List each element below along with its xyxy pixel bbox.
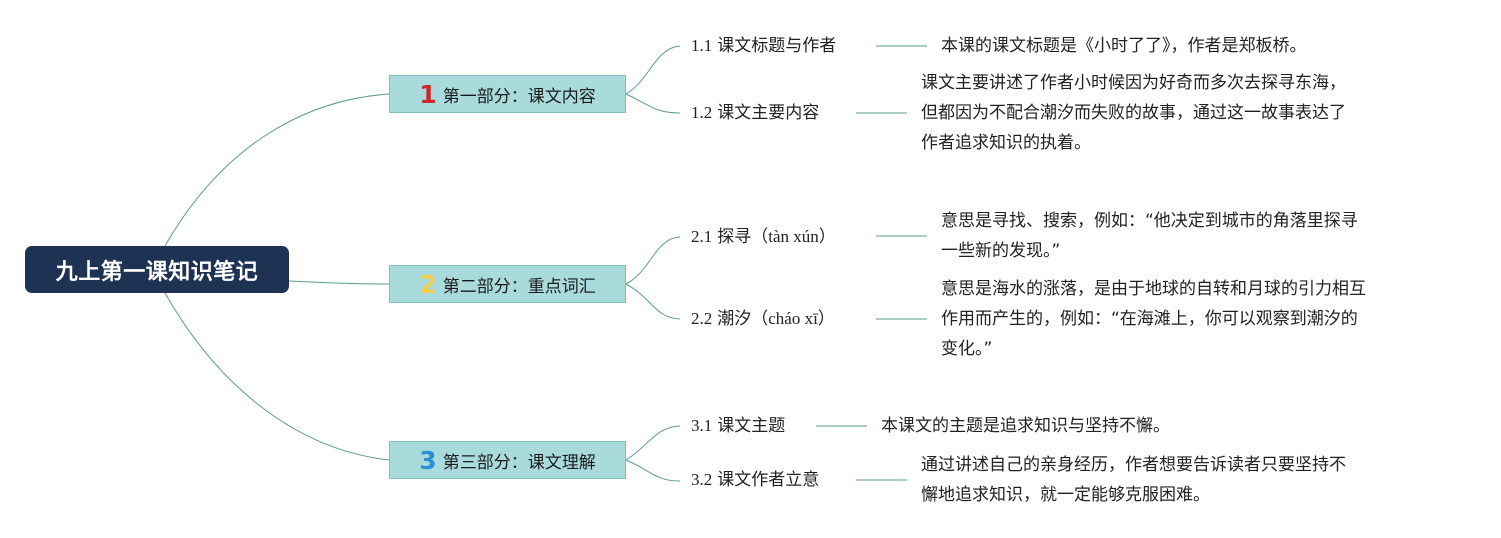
connector-s3-i2 [625, 459, 681, 482]
note-1-2: 课文主要讲述了作者小时候因为好奇而多次去探寻东海， 但都因为不配合潮汐而失败的故… [921, 68, 1346, 158]
subtopic-label-tail: ） [818, 227, 836, 247]
section-node-3[interactable]: 3 第三部分：课文理解 [389, 441, 626, 479]
connector-root-s1 [164, 93, 390, 247]
note-3-2: 通过讲述自己的亲身经历，作者想要告诉读者只要坚持不 懈地追求知识，就一定能够克服… [921, 450, 1346, 510]
subtopic-label-tail: ） [817, 309, 835, 329]
note-3-1: 本课文的主题是追求知识与坚持不懈。 [881, 411, 1170, 441]
note-line: 作者追求知识的执着。 [921, 133, 1091, 153]
subtopic-label: 课文标题与作者 [717, 36, 837, 56]
connector-s2-i2 [625, 283, 681, 320]
subtopic-index: 3.2 [691, 470, 713, 489]
subtopic-label: 课文作者立意 [717, 470, 820, 490]
connector-s1-i2 [625, 93, 681, 114]
section-node-1[interactable]: 1 第一部分：课文内容 [389, 75, 626, 113]
note-line: 变化。” [941, 339, 993, 359]
note-2-1: 意思是寻找、搜索，例如：“他决定到城市的角落里探寻 一些新的发现。” [941, 206, 1358, 266]
section-label: 第三部分：课文理解 [442, 452, 596, 473]
section-label: 第二部分：重点词汇 [442, 276, 596, 297]
number-1-icon: 1 [419, 79, 437, 109]
note-line: 课文主要讲述了作者小时候因为好奇而多次去探寻东海， [921, 73, 1346, 93]
subtopic-pinyin: tàn xún [768, 227, 819, 246]
note-line: 懈地追求知识，就一定能够克服困难。 [921, 485, 1210, 505]
subtopic-index: 2.2 [691, 309, 713, 328]
note-line: 本课文的主题是追求知识与坚持不懈。 [881, 416, 1170, 436]
note-line: 一些新的发现。” [941, 241, 1061, 261]
subtopic-index: 1.2 [691, 103, 713, 122]
connector-s2-i1 [625, 236, 681, 285]
note-1-1: 本课的课文标题是《小时了了》，作者是郑板桥。 [941, 31, 1307, 61]
number-3-icon: 3 [419, 445, 437, 475]
connector-s3-i1 [625, 425, 681, 461]
note-line: 本课的课文标题是《小时了了》，作者是郑板桥。 [941, 36, 1307, 56]
connector-s1-i1 [625, 45, 681, 95]
root-title: 九上第一课知识笔记 [55, 259, 259, 285]
note-line: 意思是寻找、搜索，例如：“他决定到城市的角落里探寻 [941, 211, 1358, 231]
note-line: 意思是海水的涨落，是由于地球的自转和月球的引力相互 [941, 279, 1366, 299]
note-line: 通过讲述自己的亲身经历，作者想要告诉读者只要坚持不 [921, 455, 1346, 475]
subtopic-label: 潮汐（ [717, 309, 769, 329]
subtopic-label: 课文主题 [717, 416, 786, 436]
subtopic-label: 探寻（ [717, 227, 769, 247]
note-2-2: 意思是海水的涨落，是由于地球的自转和月球的引力相互 作用而产生的，例如：“在海滩… [941, 274, 1366, 364]
section-label: 第一部分：课文内容 [442, 86, 596, 107]
subtopic-pinyin: cháo xī [768, 309, 818, 328]
subtopic-index: 1.1 [691, 36, 713, 55]
subtopic-index: 3.1 [691, 416, 713, 435]
subtopic-index: 2.1 [691, 227, 713, 246]
subtopic-label: 课文主要内容 [717, 103, 820, 123]
note-line: 但都因为不配合潮汐而失败的故事，通过这一故事表达了 [921, 103, 1346, 123]
root-node[interactable]: 九上第一课知识笔记 [25, 246, 289, 293]
note-line: 作用而产生的，例如：“在海滩上，你可以观察到潮汐的 [941, 309, 1358, 329]
number-2-icon: 2 [419, 269, 437, 299]
section-node-2[interactable]: 2 第二部分：重点词汇 [389, 265, 626, 303]
connector-root-s2 [288, 280, 390, 285]
connector-root-s3 [164, 292, 390, 461]
